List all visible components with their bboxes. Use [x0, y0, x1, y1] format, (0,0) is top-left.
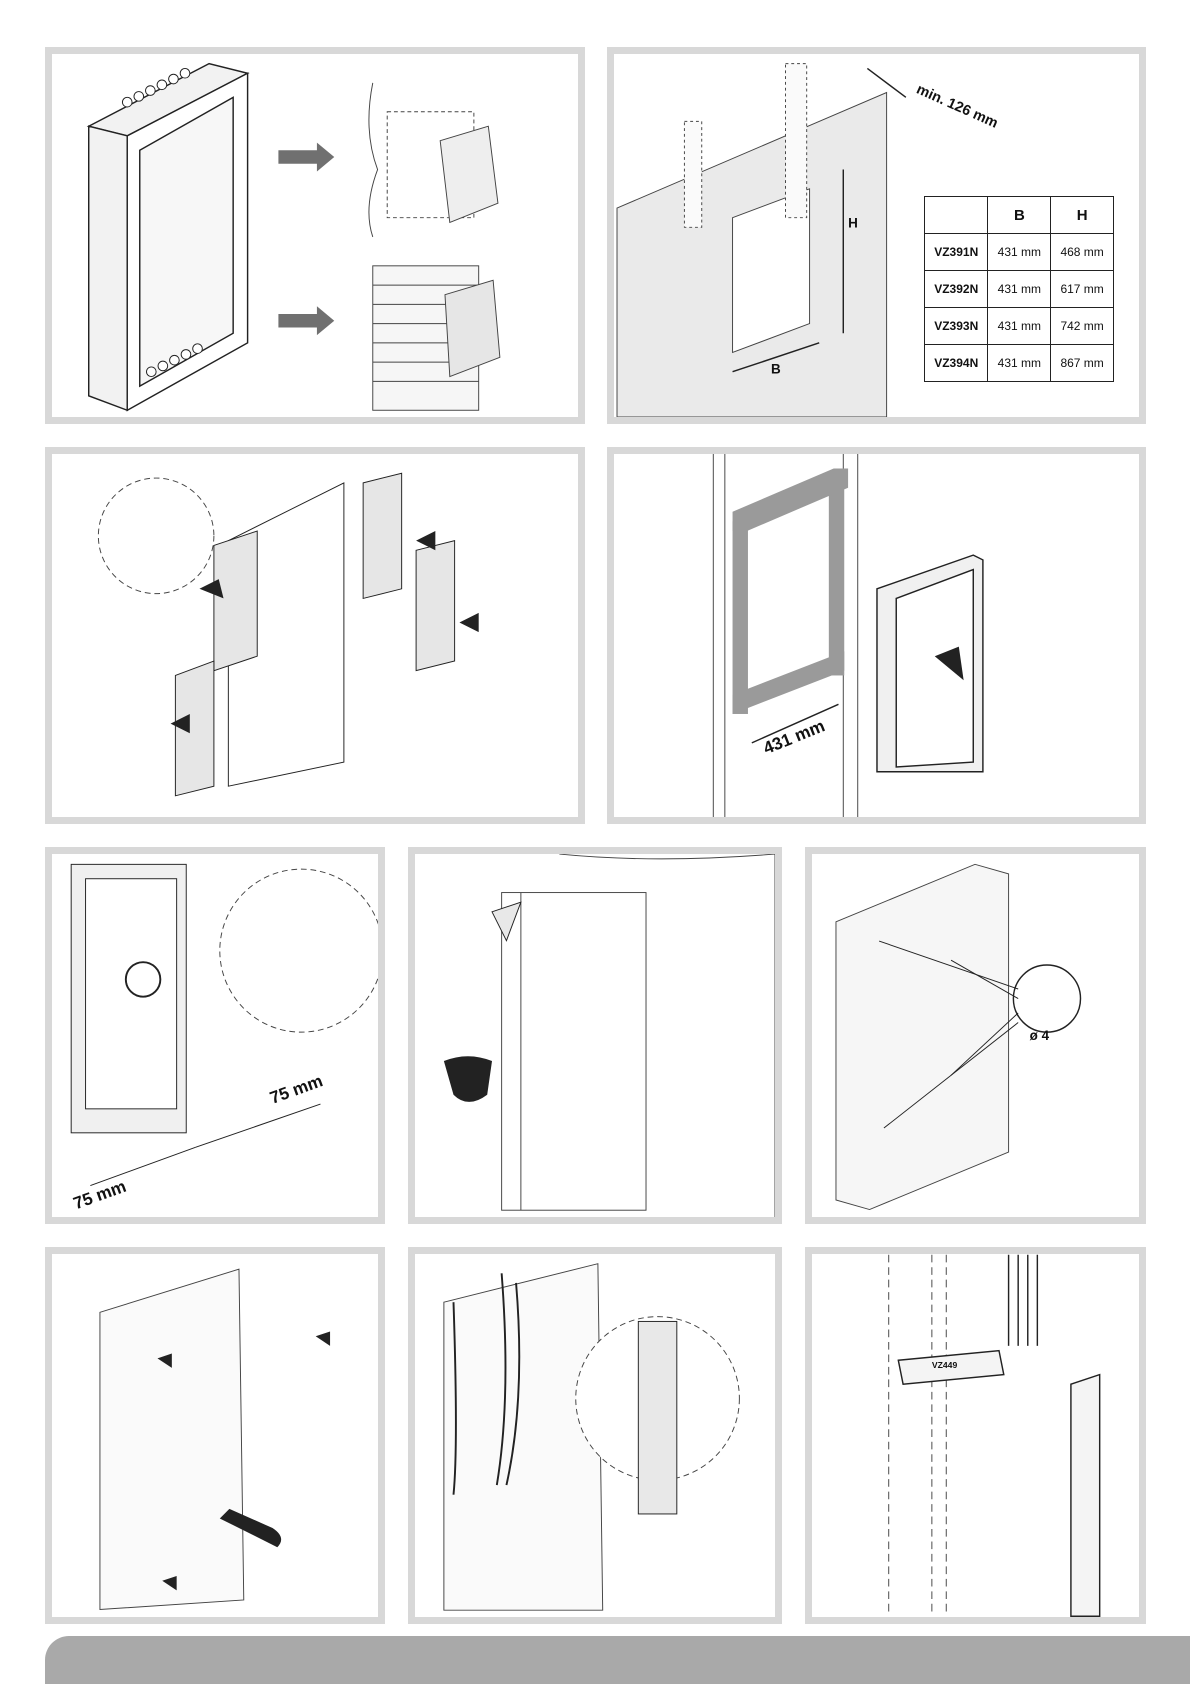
table-header-model — [925, 197, 988, 234]
table-header-b: B — [988, 197, 1051, 234]
anchor-spacing-illustration: 75 mm 75 mm — [52, 854, 378, 1217]
step-3-panel — [45, 447, 585, 824]
drill-detail-magnifier — [98, 478, 214, 594]
table-cell-h: 867 mm — [1051, 345, 1114, 382]
table-cell-b: 431 mm — [988, 345, 1051, 382]
step-8-panel — [45, 1247, 385, 1624]
drill-detail-magnifier — [220, 869, 378, 1032]
cable-routing-illustration — [415, 1254, 775, 1617]
table-cell-b: 431 mm — [988, 271, 1051, 308]
table-cell-model: VZ391N — [925, 234, 988, 271]
plastering-illustration — [415, 854, 775, 1217]
cutout-width-label: B — [771, 362, 781, 377]
anchor-spacing-right-label: 75 mm — [267, 1070, 325, 1107]
dimension-table: B H VZ391N 431 mm 468 mm VZ392N 431 mm 6… — [924, 196, 1114, 382]
sealing-illustration: VZ449 — [812, 1254, 1139, 1617]
step-7-panel: ø 4 — [805, 847, 1146, 1224]
table-cell-b: 431 mm — [988, 234, 1051, 271]
table-cell-h: 617 mm — [1051, 271, 1114, 308]
detail-focus-circle — [126, 962, 161, 997]
clearance-label: min. 126 mm — [914, 82, 1000, 132]
step-2-panel: H B min. 126 mm B H VZ391N 431 mm 468 mm… — [607, 47, 1146, 424]
step-5-panel: 75 mm 75 mm — [45, 847, 385, 1224]
cartridge-label: VZ449 — [932, 1360, 958, 1370]
cutout-height-label: H — [848, 215, 858, 230]
table-cell-model: VZ392N — [925, 271, 988, 308]
frame-width-label: 431 mm — [760, 715, 827, 758]
cable-tie-icon — [638, 1321, 677, 1514]
step-4-panel: 431 mm — [607, 447, 1146, 824]
screw-fixing-illustration — [52, 1254, 378, 1617]
drill-icon — [1013, 965, 1080, 1032]
table-cell-b: 431 mm — [988, 308, 1051, 345]
footer-bar — [45, 1636, 1190, 1684]
table-header-h: H — [1051, 197, 1114, 234]
drill-points-illustration: ø 4 — [812, 854, 1139, 1217]
anchor-spacing-left-label: 75 mm — [70, 1176, 128, 1213]
step-9-panel — [408, 1247, 782, 1624]
table-cell-model: VZ393N — [925, 308, 988, 345]
table-row: VZ392N 431 mm 617 mm — [925, 271, 1114, 308]
bracket-assembly-illustration — [52, 454, 578, 817]
frame-insertion-illustration: 431 mm — [614, 454, 1139, 817]
step-1-panel — [45, 47, 585, 424]
step-6-panel — [408, 847, 782, 1224]
plaster-bowl-icon — [444, 1056, 492, 1102]
table-cell-h: 468 mm — [1051, 234, 1114, 271]
table-row: VZ393N 431 mm 742 mm — [925, 308, 1114, 345]
enclosure-overview-illustration — [52, 54, 578, 417]
table-cell-model: VZ394N — [925, 345, 988, 382]
table-header-row: B H — [925, 197, 1114, 234]
drill-diameter-label: ø 4 — [1030, 1028, 1050, 1043]
table-row: VZ394N 431 mm 867 mm — [925, 345, 1114, 382]
step-10-panel: VZ449 — [805, 1247, 1146, 1624]
table-row: VZ391N 431 mm 468 mm — [925, 234, 1114, 271]
table-cell-h: 742 mm — [1051, 308, 1114, 345]
